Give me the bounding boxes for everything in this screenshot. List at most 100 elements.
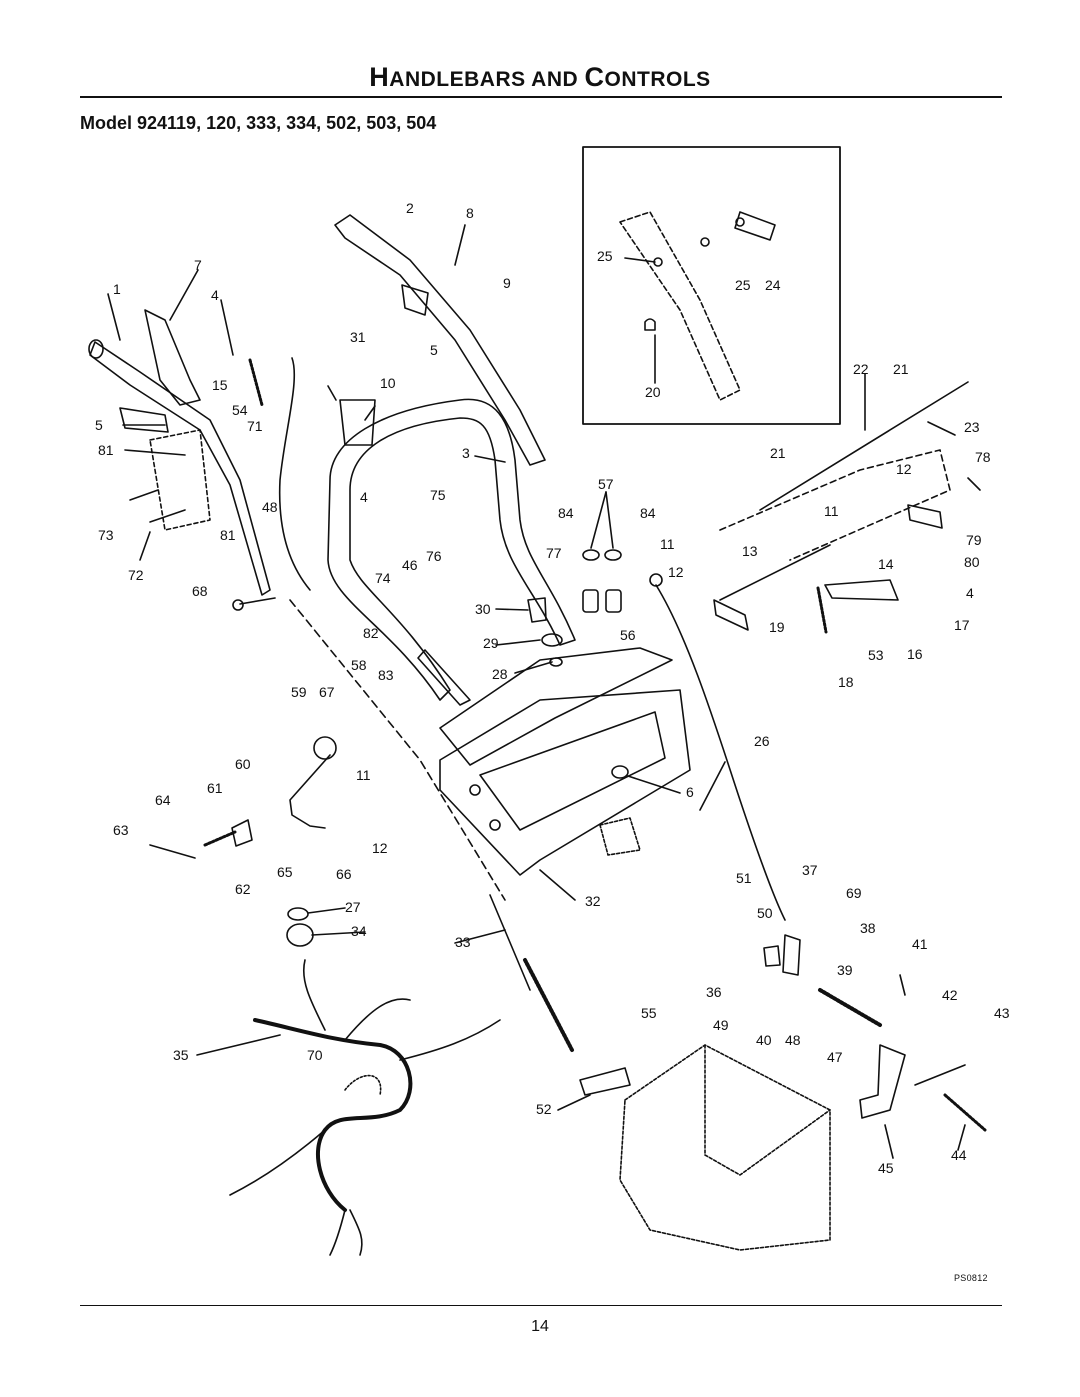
harness-branch bbox=[399, 1019, 501, 1061]
bolt-8 bbox=[454, 224, 466, 266]
part-callout-12: 12 bbox=[896, 461, 912, 477]
part-callout-18: 18 bbox=[838, 674, 854, 690]
cable-end bbox=[649, 573, 663, 587]
bracket-5 bbox=[119, 407, 169, 433]
part-callout-72: 72 bbox=[128, 567, 144, 583]
left-dashed-bracket bbox=[149, 429, 211, 531]
part-callout-46: 46 bbox=[402, 557, 418, 573]
part-callout-14: 14 bbox=[878, 556, 894, 572]
control-panel-inner bbox=[479, 711, 666, 831]
part-callout-79: 79 bbox=[966, 532, 982, 548]
dashed-rod-path bbox=[289, 599, 506, 901]
part-callout-60: 60 bbox=[235, 756, 251, 772]
left-grip-end bbox=[88, 339, 104, 359]
leader-line bbox=[927, 421, 956, 436]
knob-59 bbox=[313, 736, 337, 760]
part-callout-32: 32 bbox=[585, 893, 601, 909]
control-panel-front bbox=[439, 689, 691, 876]
part-callout-1: 1 bbox=[113, 281, 121, 297]
dashed-shift-frame bbox=[719, 449, 951, 561]
part-callout-84: 84 bbox=[640, 505, 656, 521]
inset-bolt bbox=[700, 237, 710, 247]
part-callout-11: 11 bbox=[356, 767, 371, 783]
part-callout-2: 2 bbox=[406, 200, 414, 216]
leader-line bbox=[169, 269, 199, 321]
part-callout-66: 66 bbox=[336, 866, 352, 882]
bracket-5-center bbox=[401, 284, 429, 316]
leader-line bbox=[139, 531, 151, 561]
part-callout-39: 39 bbox=[837, 962, 853, 978]
leader-line bbox=[124, 449, 186, 456]
spring-19 bbox=[816, 586, 828, 634]
leader-line bbox=[311, 931, 366, 936]
diagram-code: PS0812 bbox=[954, 1273, 988, 1283]
bolt-78 bbox=[967, 477, 981, 491]
spring-44 bbox=[943, 1093, 987, 1132]
part-callout-71: 71 bbox=[247, 418, 263, 434]
detail-inset-box bbox=[582, 146, 841, 425]
hook-52 bbox=[579, 1067, 631, 1096]
part-callout-41: 41 bbox=[912, 936, 928, 952]
part-callout-73: 73 bbox=[98, 527, 114, 543]
harness-branch bbox=[349, 1209, 363, 1256]
part-callout-81: 81 bbox=[220, 527, 236, 543]
spring-33 bbox=[523, 958, 574, 1052]
tie-70 bbox=[344, 1074, 382, 1096]
part-callout-5: 5 bbox=[95, 417, 103, 433]
part-callout-55: 55 bbox=[641, 1005, 657, 1021]
bolt-31 bbox=[327, 385, 337, 401]
part-callout-70: 70 bbox=[307, 1047, 323, 1063]
lever-bracket-37 bbox=[782, 934, 801, 976]
part-callout-7: 7 bbox=[194, 257, 202, 273]
part-callout-82: 82 bbox=[363, 625, 379, 641]
leader-line bbox=[107, 293, 121, 341]
title-part: H bbox=[369, 62, 390, 92]
part-callout-80: 80 bbox=[964, 554, 980, 570]
part-callout-63: 63 bbox=[113, 822, 129, 838]
part-callout-28: 28 bbox=[492, 666, 508, 682]
leader-line bbox=[557, 1094, 591, 1111]
pin-41 bbox=[899, 974, 906, 996]
switch-left bbox=[582, 589, 599, 613]
part-callout-9: 9 bbox=[503, 275, 511, 291]
panel-hole bbox=[469, 784, 481, 796]
part-callout-35: 35 bbox=[173, 1047, 189, 1063]
part-callout-68: 68 bbox=[192, 583, 208, 599]
part-callout-24: 24 bbox=[765, 277, 781, 293]
part-callout-21: 21 bbox=[893, 361, 909, 377]
part-callout-43: 43 bbox=[994, 1005, 1010, 1021]
part-callout-4: 4 bbox=[211, 287, 219, 303]
harness-branch bbox=[302, 959, 326, 1031]
leader-line bbox=[495, 639, 541, 646]
part-callout-44: 44 bbox=[951, 1147, 967, 1163]
shift-bracket-12 bbox=[713, 599, 749, 631]
harness-branch bbox=[344, 998, 411, 1041]
leader-line bbox=[196, 1034, 281, 1056]
washer-57b bbox=[604, 549, 622, 561]
shift-bar-23 bbox=[759, 381, 969, 511]
leader-line bbox=[307, 907, 346, 914]
bushing-50 bbox=[763, 945, 781, 967]
leader-line bbox=[624, 257, 656, 263]
part-callout-25: 25 bbox=[735, 277, 751, 293]
spring-62 bbox=[203, 830, 237, 847]
part-callout-57: 57 bbox=[598, 476, 614, 492]
part-callout-74: 74 bbox=[375, 570, 391, 586]
knob-6 bbox=[611, 765, 629, 779]
part-callout-76: 76 bbox=[426, 548, 442, 564]
part-callout-49: 49 bbox=[713, 1017, 729, 1033]
leader-line bbox=[474, 455, 506, 463]
part-callout-30: 30 bbox=[475, 601, 491, 617]
part-callout-3: 3 bbox=[462, 445, 470, 461]
bracket-61 bbox=[231, 819, 253, 847]
part-callout-37: 37 bbox=[802, 862, 818, 878]
part-callout-69: 69 bbox=[846, 885, 862, 901]
part-callout-50: 50 bbox=[757, 905, 773, 921]
part-callout-59: 59 bbox=[291, 684, 307, 700]
ignition-key-34 bbox=[286, 923, 314, 947]
part-callout-31: 31 bbox=[350, 329, 366, 345]
title-part: ONTROLS bbox=[604, 68, 711, 91]
inset-bolt bbox=[735, 217, 745, 227]
part-callout-36: 36 bbox=[706, 984, 722, 1000]
